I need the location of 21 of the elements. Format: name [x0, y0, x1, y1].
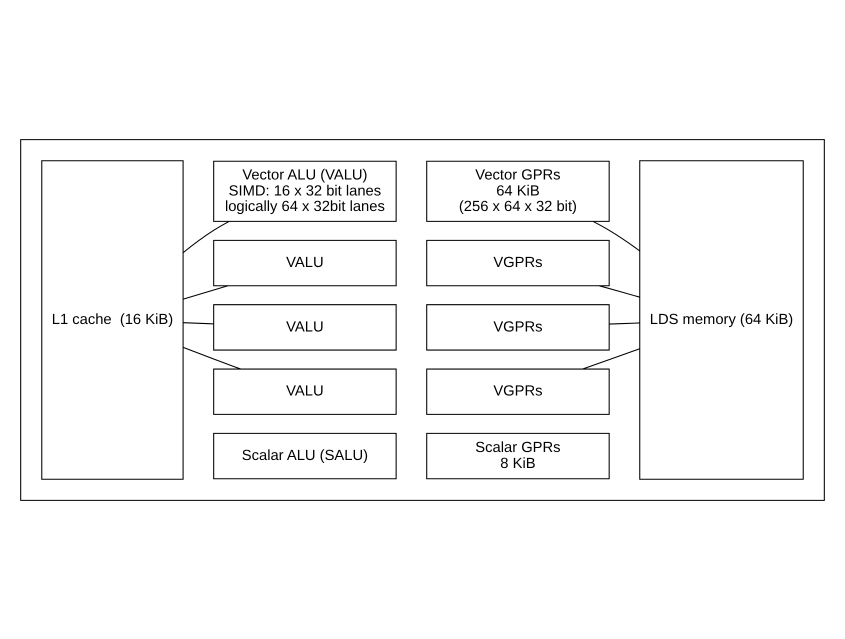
node-box: Vector ALU (VALU) SIMD: 16 x 32 bit lanes logically 64 x 32bit lanes — [213, 160, 397, 222]
connector — [183, 284, 228, 300]
node-box: Scalar GPRs 8 KiB — [426, 432, 610, 479]
connector — [592, 220, 640, 251]
node-box: VALU — [213, 239, 397, 286]
node-box: LDS memory (64 KiB) — [639, 160, 804, 480]
node-box: L1 cache (16 KiB) — [41, 160, 184, 480]
node-box: VGPRs — [426, 239, 610, 286]
connector — [609, 322, 640, 324]
node-box: VALU — [213, 368, 397, 414]
connector — [183, 346, 241, 370]
node-box: VGPRs — [426, 368, 610, 414]
node-box: Vector GPRs 64 KiB (256 x 64 x 32 bit) — [426, 160, 610, 222]
connector — [599, 284, 640, 298]
connector — [182, 220, 230, 253]
node-box: VGPRs — [426, 304, 610, 350]
node-box: Scalar ALU (SALU) — [213, 432, 397, 479]
node-box: VALU — [213, 304, 397, 350]
connector — [183, 322, 214, 324]
connector — [582, 348, 640, 370]
cluster — [20, 138, 825, 500]
